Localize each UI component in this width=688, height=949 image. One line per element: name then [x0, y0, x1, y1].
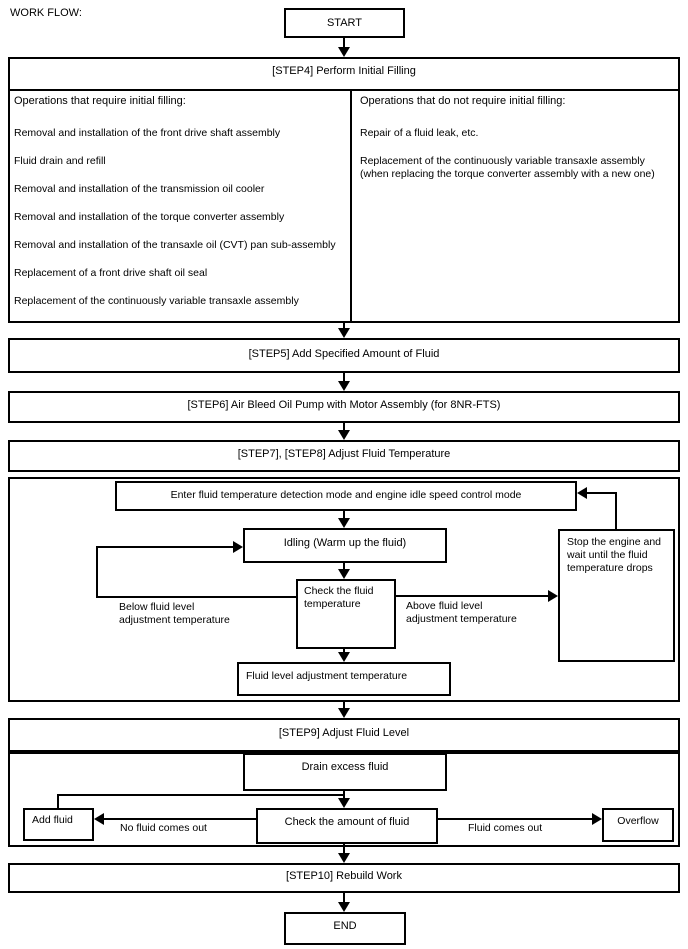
drain-node: Drain excess fluid — [243, 753, 447, 791]
step4-section: [STEP4] Perform Initial Filling Operatio… — [8, 57, 680, 323]
arrowhead-step9-step10 — [338, 853, 350, 863]
arrowhead-enter-idling — [338, 518, 350, 528]
arrowhead-nofluid-addfluid — [94, 813, 104, 825]
arrowhead-step6-step7 — [338, 430, 350, 440]
step4-columns: Operations that require initial filling:… — [10, 91, 678, 321]
arrowhead-above-stopengine — [548, 590, 558, 602]
adjustment-temperature-node: Fluid level adjustment temperature — [237, 662, 451, 696]
arrowhead-step4-step5 — [338, 328, 350, 338]
step4-left-item: Removal and installation of the transmis… — [14, 183, 265, 195]
step4-left-item: Fluid drain and refill — [14, 155, 106, 167]
above-branch-label: Above fluid level adjustment temperature — [406, 600, 517, 625]
connector-step9-step10 — [343, 844, 345, 855]
step5-node: [STEP5] Add Specified Amount of Fluid — [8, 338, 680, 373]
connector-step10-end — [343, 893, 345, 904]
arrowhead-step5-step6 — [338, 381, 350, 391]
connector-idling-checktemp — [343, 563, 345, 570]
arrowhead-step10-end — [338, 902, 350, 912]
nofluid-branch-line — [104, 818, 256, 820]
enter-mode-node: Enter fluid temperature detection mode a… — [115, 481, 577, 511]
step4-right-item: Replacement of the continuously variable… — [360, 155, 645, 167]
check-temperature-node: Check the fluid temperature — [296, 579, 396, 649]
connector-step7-step9 — [343, 702, 345, 709]
start-node: START — [284, 8, 405, 38]
step4-left-header: Operations that require initial filling: — [14, 95, 186, 107]
connector-step5-step6 — [343, 373, 345, 382]
addfluid-feedback-vertical — [57, 794, 59, 808]
stop-loop-vertical-line — [615, 492, 617, 530]
workflow-heading: WORK FLOW: — [10, 7, 82, 19]
step4-right-header: Operations that do not require initial f… — [360, 95, 566, 107]
step4-right-column: Operations that do not require initial f… — [352, 91, 678, 321]
above-branch-line — [396, 595, 548, 597]
connector-step4-step5 — [343, 323, 345, 330]
arrowhead-step7-step9 — [338, 708, 350, 718]
arrowhead-below-loop-idling — [233, 541, 243, 553]
step4-left-item: Removal and installation of the torque c… — [14, 211, 285, 223]
step4-left-item: Replacement of the continuously variable… — [14, 295, 299, 307]
connector-start-step4 — [343, 38, 345, 49]
step7-container — [8, 477, 680, 702]
step4-right-item: Repair of a fluid leak, etc. — [360, 127, 479, 139]
arrowhead-stoploop-entermode — [577, 487, 587, 499]
arrowhead-idling-checktemp — [338, 569, 350, 579]
fluid-branch-line — [438, 818, 592, 820]
step4-left-item: Replacement of a front drive shaft oil s… — [14, 267, 208, 279]
stop-engine-node: Stop the engine and wait until the fluid… — [558, 529, 675, 662]
arrowhead-checktemp-adjusttemp — [338, 652, 350, 662]
stop-loop-top-line — [587, 492, 617, 494]
step9-title: [STEP9] Adjust Fluid Level — [8, 718, 680, 752]
below-loop-bottom-line — [96, 596, 296, 598]
step4-left-item: Removal and installation of the front dr… — [14, 127, 281, 139]
no-fluid-branch-label: No fluid comes out — [120, 822, 207, 834]
step4-title: [STEP4] Perform Initial Filling — [10, 59, 678, 91]
below-loop-top-line — [96, 546, 233, 548]
fluid-branch-label: Fluid comes out — [468, 822, 543, 834]
arrowhead-fluid-overflow — [592, 813, 602, 825]
step4-left-column: Operations that require initial filling:… — [10, 91, 352, 321]
arrowhead-start-step4 — [338, 47, 350, 57]
step7-title: [STEP7], [STEP8] Adjust Fluid Temperatur… — [8, 440, 680, 472]
arrowhead-drain-checkamount — [338, 798, 350, 808]
connector-step6-step7 — [343, 423, 345, 431]
overflow-node: Overflow — [602, 808, 674, 842]
below-branch-label: Below fluid level adjustment temperature — [119, 601, 230, 626]
end-node: END — [284, 912, 406, 945]
below-loop-vertical-line — [96, 546, 98, 598]
addfluid-feedback-line — [57, 794, 345, 796]
step4-left-item: Removal and installation of the transaxl… — [14, 239, 336, 251]
connector-enter-idling — [343, 511, 345, 519]
step6-node: [STEP6] Air Bleed Oil Pump with Motor As… — [8, 391, 680, 423]
idling-node: Idling (Warm up the fluid) — [243, 528, 447, 563]
check-amount-node: Check the amount of fluid — [256, 808, 438, 844]
connector-checktemp-adjusttemp — [343, 649, 345, 654]
step4-right-item: (when replacing the torque converter ass… — [360, 168, 655, 180]
step10-node: [STEP10] Rebuild Work — [8, 863, 680, 893]
add-fluid-node: Add fluid — [23, 808, 94, 841]
